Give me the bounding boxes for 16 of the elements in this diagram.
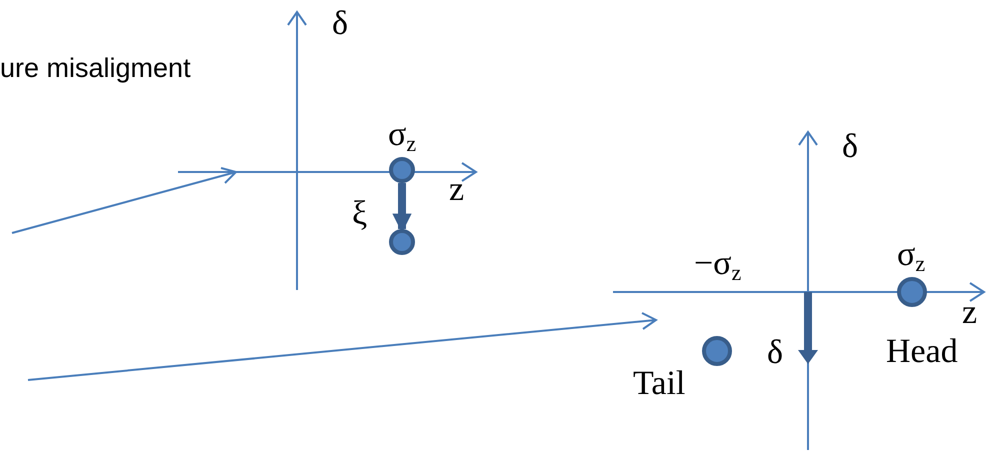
- axis-label: −σ$_{z}$: [694, 247, 742, 281]
- axis-label: z: [962, 296, 978, 330]
- point-label: σ$_{z}$: [388, 118, 416, 152]
- axis-label: δ: [332, 7, 348, 41]
- axis-label: δ: [767, 336, 784, 370]
- heading-text: ure misaligment: [0, 55, 191, 82]
- point-marker: [897, 277, 927, 307]
- point-marker: [702, 336, 732, 366]
- point-marker: [389, 229, 415, 255]
- point-label: Tail: [633, 367, 686, 401]
- point-label: σ$_{z}$: [897, 238, 926, 272]
- edge-label: ξ: [352, 197, 368, 231]
- axis-label: z: [449, 173, 464, 207]
- point-label: Head: [886, 335, 958, 369]
- point-marker: [389, 157, 415, 183]
- axis-label: δ: [842, 130, 858, 164]
